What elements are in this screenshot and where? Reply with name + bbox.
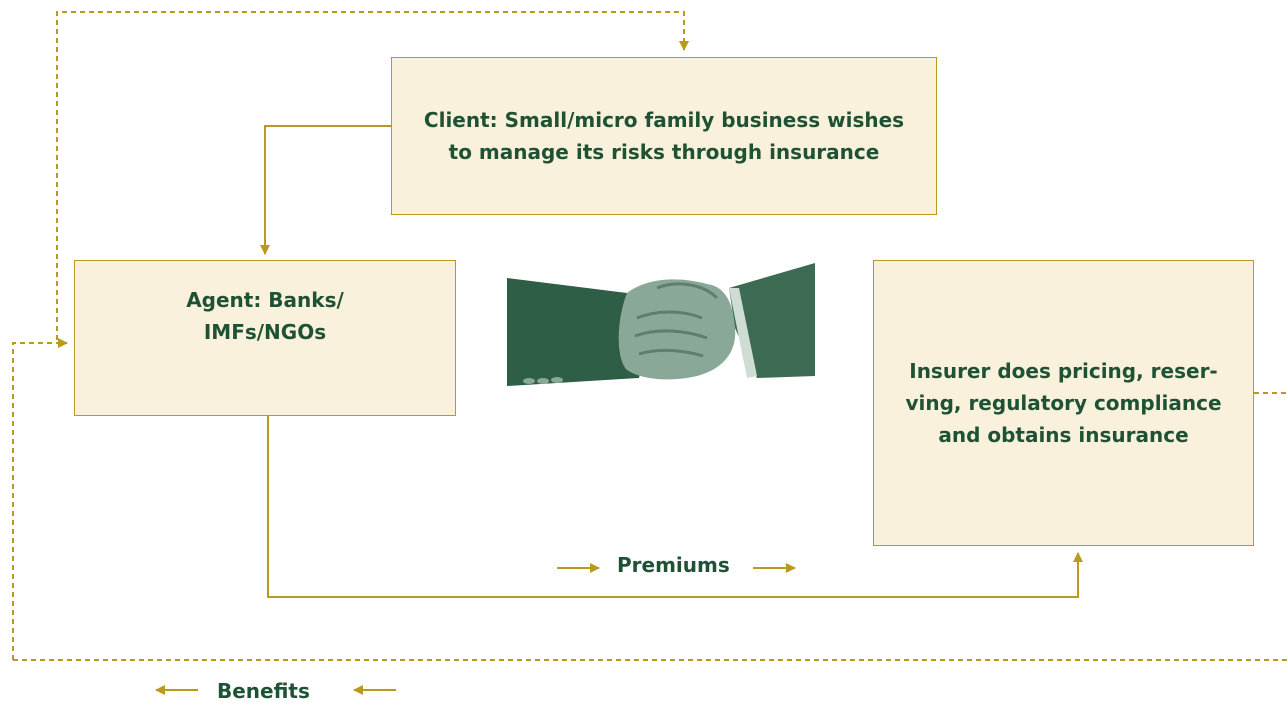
premiums-connector <box>267 416 1083 598</box>
agent-box: Agent: Banks/ IMFs/NGOs <box>74 260 456 416</box>
handshake-icon <box>507 263 815 386</box>
fingers <box>634 310 708 358</box>
cuff-buttons <box>523 377 563 384</box>
right-cuff <box>729 288 757 378</box>
agent-text: Agent: Banks/ IMFs/NGOs <box>186 288 344 344</box>
benefits-label: Benefits <box>217 679 310 703</box>
insurer-box: Insurer does pricing, reser- ving, regul… <box>873 260 1254 546</box>
premiums-label: Premiums <box>617 553 730 577</box>
client-feedback-connector <box>56 11 689 340</box>
client-text: Client: Small/micro family business wish… <box>423 108 905 164</box>
clasped-hands <box>618 279 736 380</box>
left-sleeve <box>507 278 657 386</box>
benefits-to-agent-connector <box>12 338 68 660</box>
client-box: Client: Small/micro family business wish… <box>391 57 937 215</box>
insurer-text: Insurer does pricing, reser- ving, regul… <box>905 359 1222 447</box>
client-to-agent-connector <box>260 125 391 255</box>
thumb <box>656 282 719 300</box>
